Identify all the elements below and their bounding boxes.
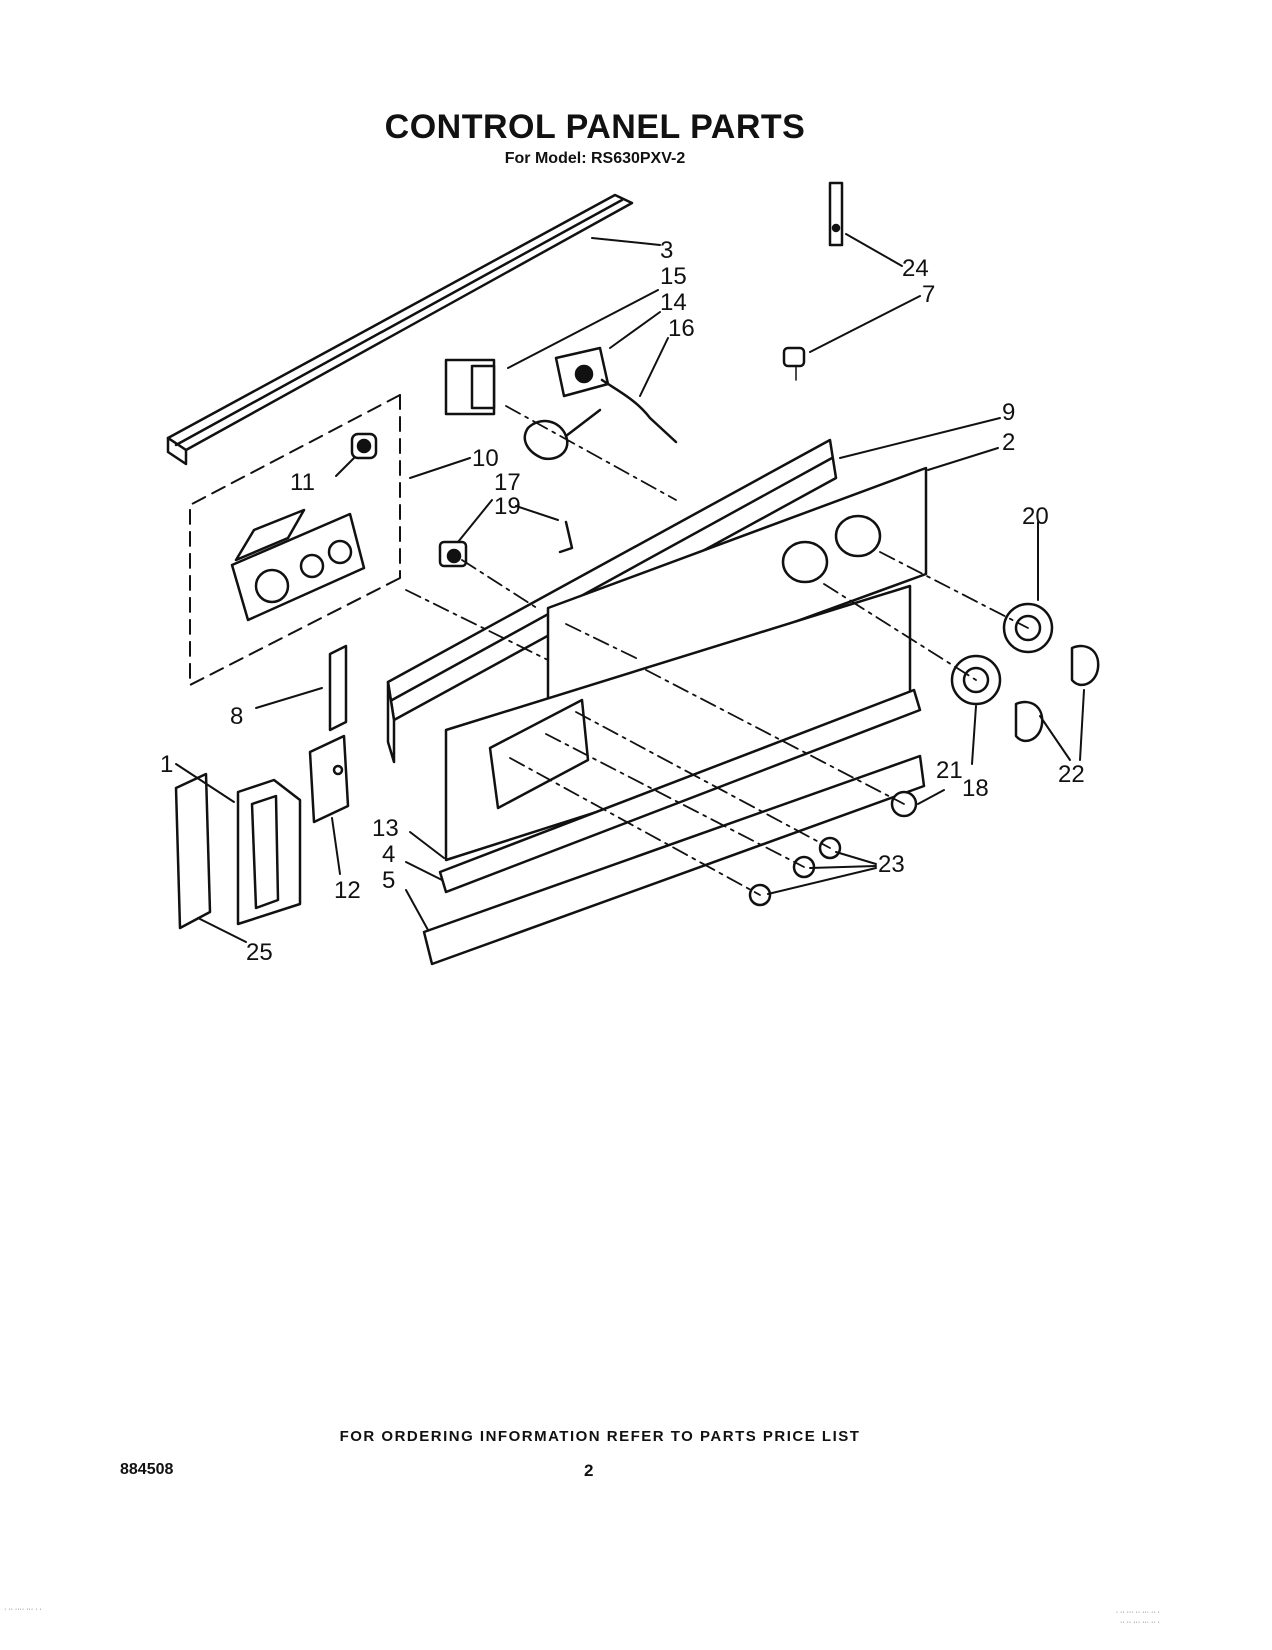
- callout-9: 9: [1002, 399, 1015, 426]
- part-22-knob: [1014, 644, 1100, 743]
- clock-timer-assembly: [230, 508, 366, 622]
- callout-3: 3: [660, 237, 673, 264]
- page-title: CONTROL PANEL PARTS: [384, 108, 806, 146]
- part-23-knobs: [748, 836, 842, 907]
- callout-23: 23: [878, 851, 905, 878]
- callout-24: 24: [902, 255, 929, 282]
- callout-21: 21: [936, 757, 963, 784]
- callout-25: 25: [246, 939, 273, 966]
- callout-15: 15: [660, 263, 687, 290]
- alignment-lines: [405, 405, 1029, 896]
- part-9-panel-bracket: [386, 438, 838, 764]
- fine-print-right: · ·· ··· ·· ··· ·· ··· ·· ··· ··· ·· ·: [1115, 1609, 1160, 1626]
- leader-arrows: [175, 233, 1085, 943]
- part-3-top-trim: [166, 193, 634, 466]
- part-25-side-trim: [174, 772, 212, 930]
- callout-8: 8: [230, 703, 243, 730]
- callout-14: 14: [660, 289, 687, 316]
- part-24-bracket: [828, 181, 844, 247]
- part-11-clip: [350, 432, 378, 460]
- part-1-end-cap: [236, 778, 302, 926]
- part-13-lower-panel: [444, 584, 912, 862]
- callout-19: 19: [494, 493, 521, 520]
- part-16-wire: [523, 378, 678, 461]
- part-14-switch: [554, 346, 610, 398]
- callout-20: 20: [1022, 503, 1049, 530]
- part-5-trim: [422, 754, 926, 966]
- callout-18: 18: [962, 775, 989, 802]
- fine-print-left: · ·· ···· ··· · ·: [4, 1606, 42, 1613]
- callout-22: 22: [1058, 761, 1085, 788]
- part-10-clock-box: [189, 394, 401, 686]
- part-19-hook: [558, 520, 574, 554]
- callout-17: 17: [494, 469, 521, 496]
- callout-5: 5: [382, 867, 395, 894]
- part-2-console-panel: [546, 466, 928, 714]
- part-4-trim: [438, 688, 922, 894]
- part-12-plate: [308, 734, 350, 824]
- callout-1: 1: [160, 751, 173, 778]
- callout-11: 11: [290, 469, 315, 496]
- callout-10: 10: [472, 445, 499, 472]
- part-17-socket: [438, 540, 468, 568]
- callout-2: 2: [1002, 429, 1015, 456]
- ordering-note: FOR ORDERING INFORMATION REFER TO PARTS …: [339, 1428, 861, 1445]
- model-subtitle: For Model: RS630PXV-2: [504, 150, 686, 167]
- callout-16: 16: [668, 315, 695, 342]
- callout-12: 12: [334, 877, 361, 904]
- part-8-bracket: [328, 644, 348, 732]
- callout-labels: 3 24 15 7 14 16 9 2 10 11 17 19 20 8 21 …: [160, 237, 1085, 966]
- part-7-clip: [782, 346, 806, 381]
- callout-7: 7: [922, 281, 935, 308]
- part-15-switch-housing: [444, 358, 496, 416]
- document-code: 884508: [120, 1461, 174, 1478]
- callout-13: 13: [372, 815, 399, 842]
- callout-4: 4: [382, 841, 395, 868]
- page-number: 2: [584, 1461, 594, 1480]
